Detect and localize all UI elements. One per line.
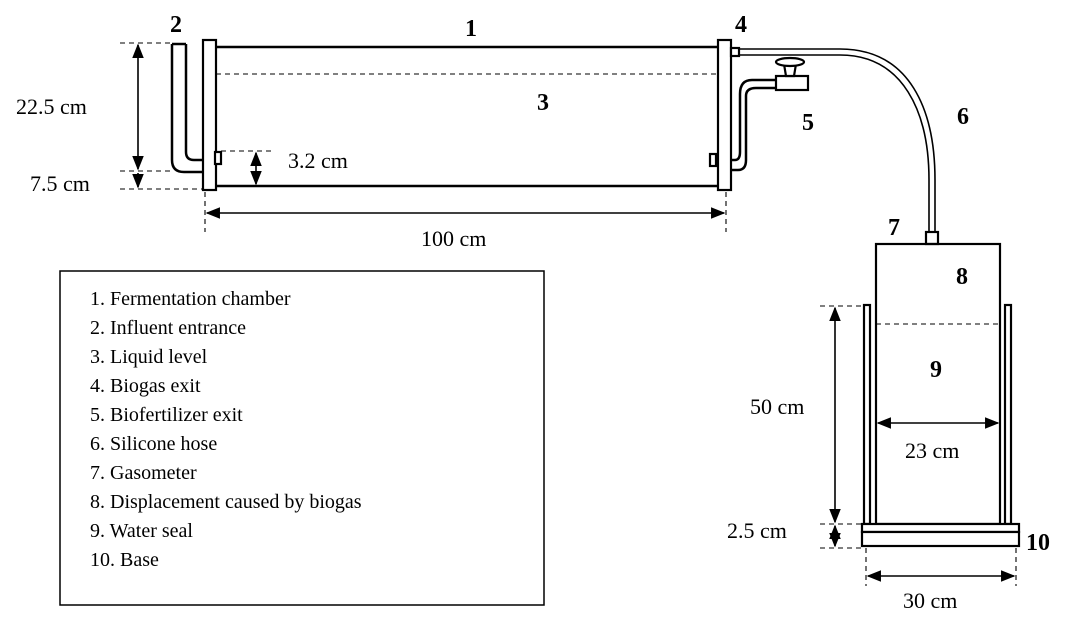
dim-label-50: 50 cm <box>750 394 804 419</box>
dim-label-100: 100 cm <box>421 226 486 251</box>
legend: 1. Fermentation chamber 2. Influent entr… <box>59 270 545 606</box>
legend-item: 7. Gasometer <box>90 462 197 484</box>
callout-7: 7 <box>888 215 900 241</box>
callout-9: 9 <box>930 357 942 383</box>
biogas-exit-fitting <box>729 46 741 58</box>
callout-5: 5 <box>802 110 814 136</box>
legend-item: 10. Base <box>90 549 159 571</box>
legend-item: 5. Biofertilizer exit <box>90 404 243 426</box>
valve-body <box>774 74 810 92</box>
water-seal-left-wall <box>862 303 872 526</box>
base <box>860 530 1021 548</box>
base-top <box>860 522 1021 534</box>
chamber-right-flange <box>716 38 733 192</box>
dim-label-30: 30 cm <box>903 588 957 613</box>
dim-label-2-5: 2.5 cm <box>727 518 787 543</box>
callout-2: 2 <box>170 12 182 38</box>
callout-1: 1 <box>465 16 477 42</box>
legend-item: 3. Liquid level <box>90 346 208 368</box>
callout-6: 6 <box>957 104 969 130</box>
legend-item: 2. Influent entrance <box>90 317 246 339</box>
dim-label-3-2: 3.2 cm <box>288 148 348 173</box>
gasometer-inner-drum <box>874 242 1002 526</box>
legend-box <box>59 270 545 606</box>
valve-handle-icon <box>774 56 806 68</box>
fermentation-chamber <box>201 38 733 192</box>
callout-3: 3 <box>537 90 549 116</box>
legend-item: 4. Biogas exit <box>90 375 201 397</box>
legend-item: 9. Water seal <box>90 520 193 542</box>
dimension-lines <box>120 42 1017 586</box>
callout-4: 4 <box>735 12 747 38</box>
influent-entrance-pipe <box>170 42 223 174</box>
water-seal-right-wall <box>1003 303 1013 526</box>
gasometer <box>860 230 1021 548</box>
legend-item: 8. Displacement caused by biogas <box>90 491 362 513</box>
gasometer-hose-connector <box>924 230 940 246</box>
callout-10: 10 <box>1026 530 1050 556</box>
chamber-left-flange <box>201 38 218 192</box>
legend-item: 1. Fermentation chamber <box>90 288 291 310</box>
silicone-hose <box>739 48 936 232</box>
legend-item: 6. Silicone hose <box>90 433 217 455</box>
biofertilizer-exit-pipe <box>708 56 810 172</box>
dim-label-7-5: 7.5 cm <box>30 171 90 196</box>
dim-label-22-5: 22.5 cm <box>16 94 87 119</box>
dim-label-23: 23 cm <box>905 438 959 463</box>
callout-8: 8 <box>956 264 968 290</box>
